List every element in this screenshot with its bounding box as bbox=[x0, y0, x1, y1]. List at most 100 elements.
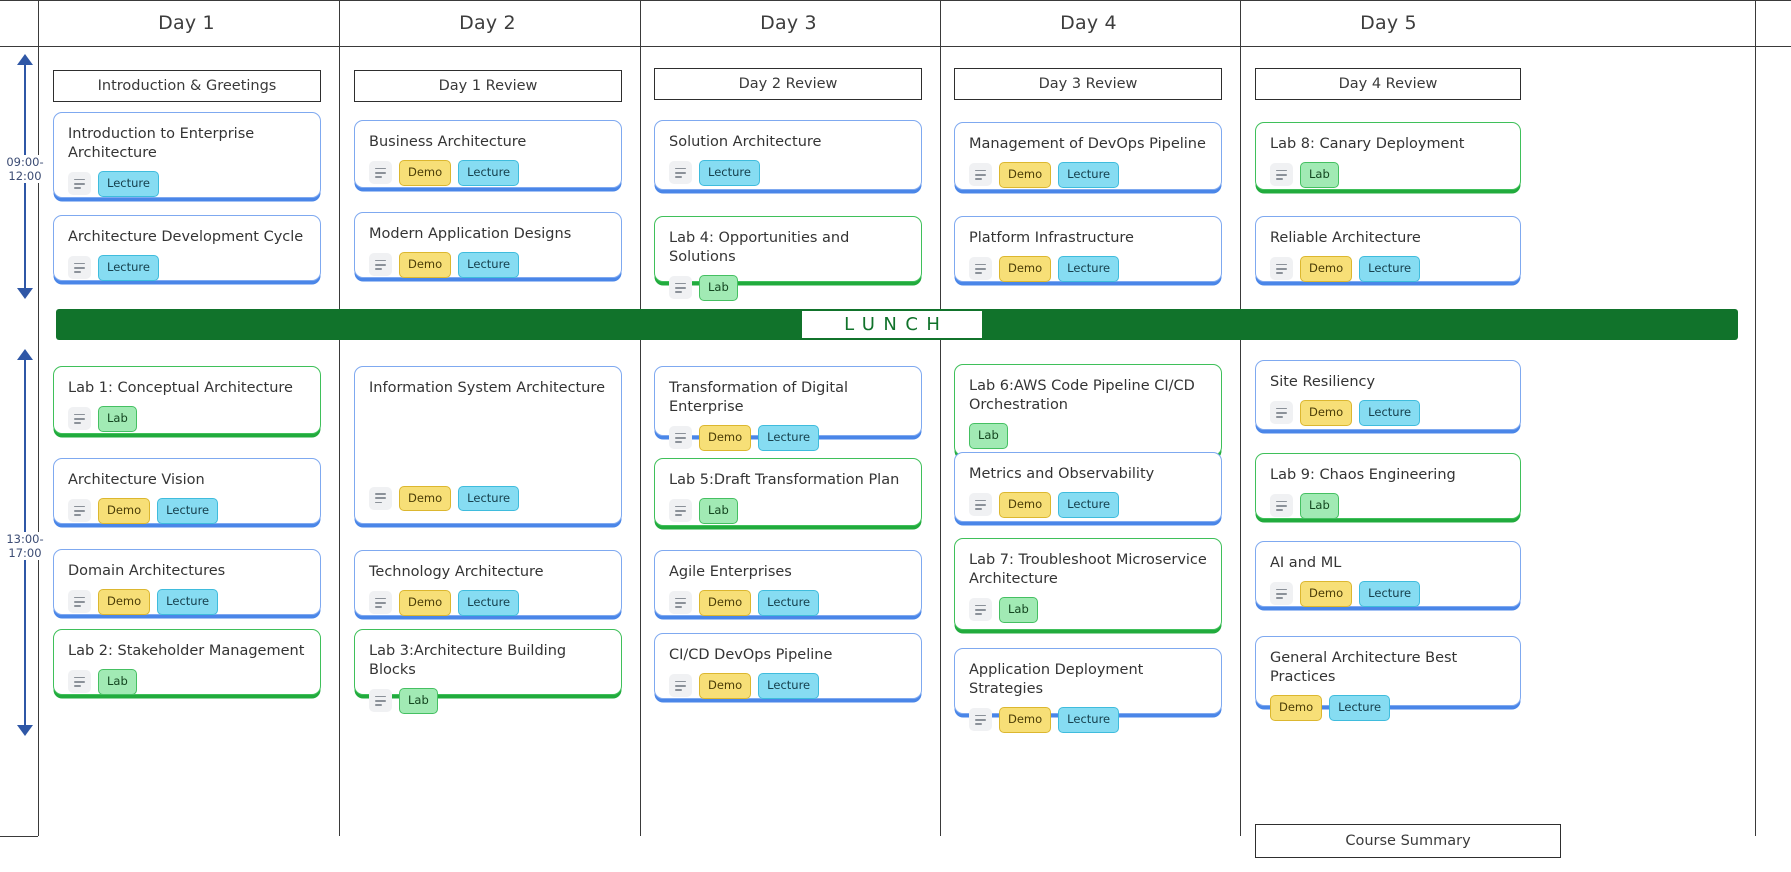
badge-lecture[interactable]: Lecture bbox=[1359, 581, 1421, 607]
badge-demo[interactable]: Demo bbox=[399, 252, 452, 278]
document-icon bbox=[68, 590, 91, 614]
badge-lab[interactable]: Lab bbox=[98, 669, 137, 695]
badge-lecture[interactable]: Lecture bbox=[1058, 256, 1120, 282]
badge-demo[interactable]: Demo bbox=[999, 492, 1052, 518]
doc-line bbox=[1276, 509, 1283, 511]
badge-lecture[interactable]: Lecture bbox=[1058, 162, 1120, 188]
review-box-day-4[interactable]: Day 3 Review bbox=[954, 68, 1222, 100]
review-box-day-2[interactable]: Day 1 Review bbox=[354, 70, 622, 102]
badge-lab[interactable]: Lab bbox=[999, 597, 1038, 623]
badge-lecture[interactable]: Lecture bbox=[157, 589, 219, 615]
document-icon bbox=[369, 689, 392, 713]
badge-lab[interactable]: Lab bbox=[699, 498, 738, 524]
session-card-day4-afternoon-1[interactable]: Lab 6:AWS Code Pipeline CI/CD Orchestrat… bbox=[954, 364, 1222, 456]
review-box-day-3[interactable]: Day 2 Review bbox=[654, 68, 922, 100]
review-box-day-1[interactable]: Introduction & Greetings bbox=[53, 70, 321, 102]
badge-lecture[interactable]: Lecture bbox=[699, 160, 760, 186]
doc-line bbox=[675, 436, 686, 439]
badge-lecture[interactable]: Lecture bbox=[458, 252, 520, 278]
card-title: Domain Architectures bbox=[68, 563, 226, 579]
document-icon bbox=[669, 674, 692, 698]
badge-lecture[interactable]: Lecture bbox=[458, 485, 520, 511]
badge-lab[interactable]: Lab bbox=[98, 406, 137, 432]
badge-lecture[interactable]: Lecture bbox=[458, 590, 520, 616]
badge-demo[interactable]: Demo bbox=[999, 256, 1052, 282]
badge-demo[interactable]: Demo bbox=[699, 590, 752, 616]
badge-demo[interactable]: Demo bbox=[699, 673, 752, 699]
doc-line bbox=[1276, 504, 1287, 507]
card-title: Site Resiliency bbox=[1270, 374, 1376, 390]
badge-demo[interactable]: Demo bbox=[1300, 581, 1353, 607]
badge-lecture[interactable]: Lecture bbox=[758, 590, 820, 616]
badge-demo[interactable]: Demo bbox=[999, 162, 1052, 188]
badge-demo[interactable]: Demo bbox=[98, 498, 151, 524]
badge-demo[interactable]: Demo bbox=[1270, 695, 1323, 721]
doc-line bbox=[74, 600, 85, 603]
badge-demo[interactable]: Demo bbox=[999, 707, 1052, 733]
session-card-day4-afternoon-3[interactable]: Lab 7: Troubleshoot Microservice Archite… bbox=[954, 538, 1222, 630]
badge-demo[interactable]: Demo bbox=[699, 425, 752, 451]
review-box-day-5[interactable]: Day 4 Review bbox=[1255, 68, 1521, 100]
badge-lecture[interactable]: Lecture bbox=[1359, 400, 1421, 426]
document-icon bbox=[68, 670, 91, 694]
doc-line bbox=[1276, 500, 1287, 503]
doc-line bbox=[375, 695, 386, 698]
badge-lecture[interactable]: Lecture bbox=[458, 160, 520, 186]
badge-lecture[interactable]: Lecture bbox=[98, 171, 159, 197]
grid-vline-header-5 bbox=[1755, 0, 1756, 46]
badge-lecture[interactable]: Lecture bbox=[157, 498, 219, 524]
badge-lecture[interactable]: Lecture bbox=[1329, 695, 1391, 721]
badge-lecture[interactable]: Lecture bbox=[758, 673, 820, 699]
badge-lecture[interactable]: Lecture bbox=[1058, 492, 1120, 518]
card-badge-row: Lab bbox=[1270, 493, 1506, 519]
badge-lab[interactable]: Lab bbox=[1300, 493, 1339, 519]
badge-lecture[interactable]: Lecture bbox=[98, 255, 159, 281]
badge-lab[interactable]: Lab bbox=[1300, 162, 1339, 188]
badge-lecture[interactable]: Lecture bbox=[1058, 707, 1120, 733]
badge-lab[interactable]: Lab bbox=[699, 275, 738, 301]
doc-line bbox=[675, 601, 686, 604]
badge-demo[interactable]: Demo bbox=[98, 589, 151, 615]
badge-lecture[interactable]: Lecture bbox=[758, 425, 820, 451]
badge-lecture[interactable]: Lecture bbox=[1359, 256, 1421, 282]
doc-line bbox=[975, 173, 986, 176]
card-title: Lab 4: Opportunities and Solutions bbox=[669, 230, 850, 265]
badge-lab[interactable]: Lab bbox=[969, 423, 1008, 449]
time-axis-label-line1: 13:00- bbox=[6, 532, 44, 546]
badge-demo[interactable]: Demo bbox=[399, 160, 452, 186]
badge-demo[interactable]: Demo bbox=[1300, 256, 1353, 282]
badge-lab[interactable]: Lab bbox=[399, 688, 438, 714]
badge-demo[interactable]: Demo bbox=[1300, 400, 1353, 426]
badge-demo[interactable]: Demo bbox=[399, 590, 452, 616]
course-summary-box[interactable]: Course Summary bbox=[1255, 824, 1561, 858]
badge-demo[interactable]: Demo bbox=[399, 485, 452, 511]
